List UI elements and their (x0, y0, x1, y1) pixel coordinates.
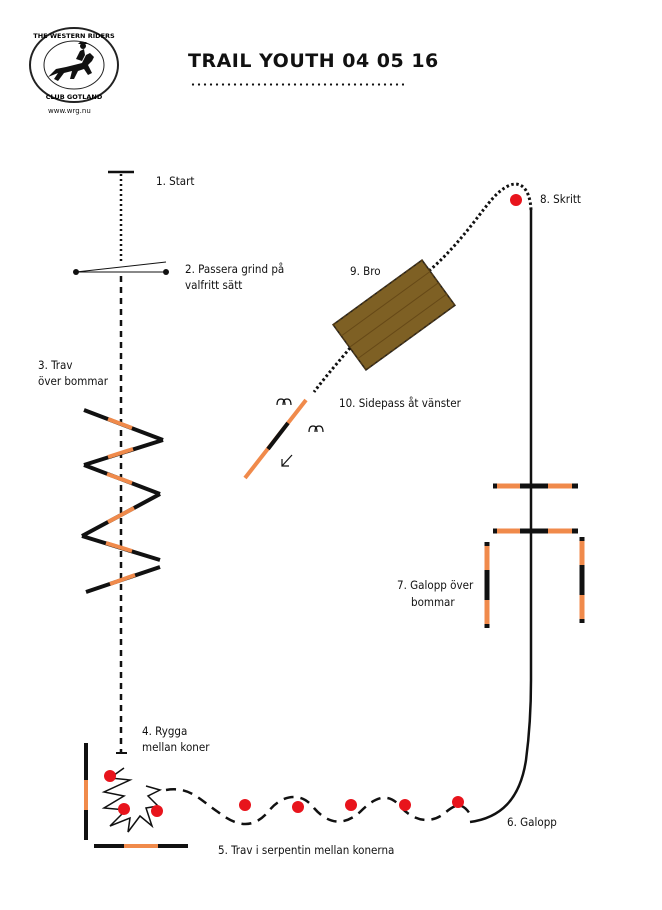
svg-text:THE WESTERN RIDERS: THE WESTERN RIDERS (33, 32, 115, 40)
title-underline (190, 83, 404, 86)
label-backup-line2: mellan koner (142, 740, 210, 754)
cones (104, 194, 522, 817)
cone (452, 796, 464, 808)
logo-url: www.wrg.nu (48, 107, 91, 115)
cone (345, 799, 357, 811)
label-lope: 6. Galopp (507, 815, 557, 829)
sidepass-direction-arrow (281, 454, 293, 467)
sidepass-pole (243, 398, 308, 480)
label-lope-poles-line1: 7. Galopp över (397, 578, 474, 592)
cone (510, 194, 522, 206)
page-title: TRAIL YOUTH 04 05 16 (188, 50, 439, 72)
walk-path (417, 182, 533, 280)
label-start: 1. Start (156, 174, 195, 188)
trot-pole (85, 565, 161, 594)
cone (151, 805, 163, 817)
bridge-to-sidepass-path (312, 347, 352, 393)
cone (399, 799, 411, 811)
bridge (331, 258, 457, 372)
trot-pole (81, 492, 161, 538)
svg-text:CLUB GOTLAND: CLUB GOTLAND (46, 93, 103, 101)
gate (73, 261, 169, 275)
label-sidepass: 10. Sidepass åt vänster (339, 396, 461, 410)
lope-path (469, 210, 533, 824)
cone (239, 799, 251, 811)
label-lope-poles-line2: bommar (411, 595, 455, 609)
cone (292, 801, 304, 813)
label-trot-line2: över bommar (38, 374, 108, 388)
cone (104, 770, 116, 782)
label-bridge: 9. Bro (350, 264, 381, 278)
label-backup-line1: 4. Rygga (142, 724, 188, 738)
label-gate-line2: valfritt sätt (185, 278, 243, 292)
hoof-mark (308, 425, 324, 433)
label-serpentine: 5. Trav i serpentin mellan konerna (218, 843, 395, 857)
label-walk: 8. Skritt (540, 192, 581, 206)
serpentine-path (165, 788, 472, 826)
club-logo: THE WESTERN RIDERS CLUB GOTLAND (29, 27, 119, 103)
trot-pole (83, 463, 161, 496)
hoof-mark (276, 398, 292, 406)
trot-pole (83, 438, 164, 467)
trot-poles (81, 408, 164, 594)
cone (118, 803, 130, 815)
trot-pole (81, 534, 161, 562)
label-gate-line1: 2. Passera grind på (185, 262, 285, 276)
backup-zigzag (101, 767, 163, 833)
label-trot-line1: 3. Trav (38, 358, 73, 372)
trot-pole (83, 408, 164, 442)
